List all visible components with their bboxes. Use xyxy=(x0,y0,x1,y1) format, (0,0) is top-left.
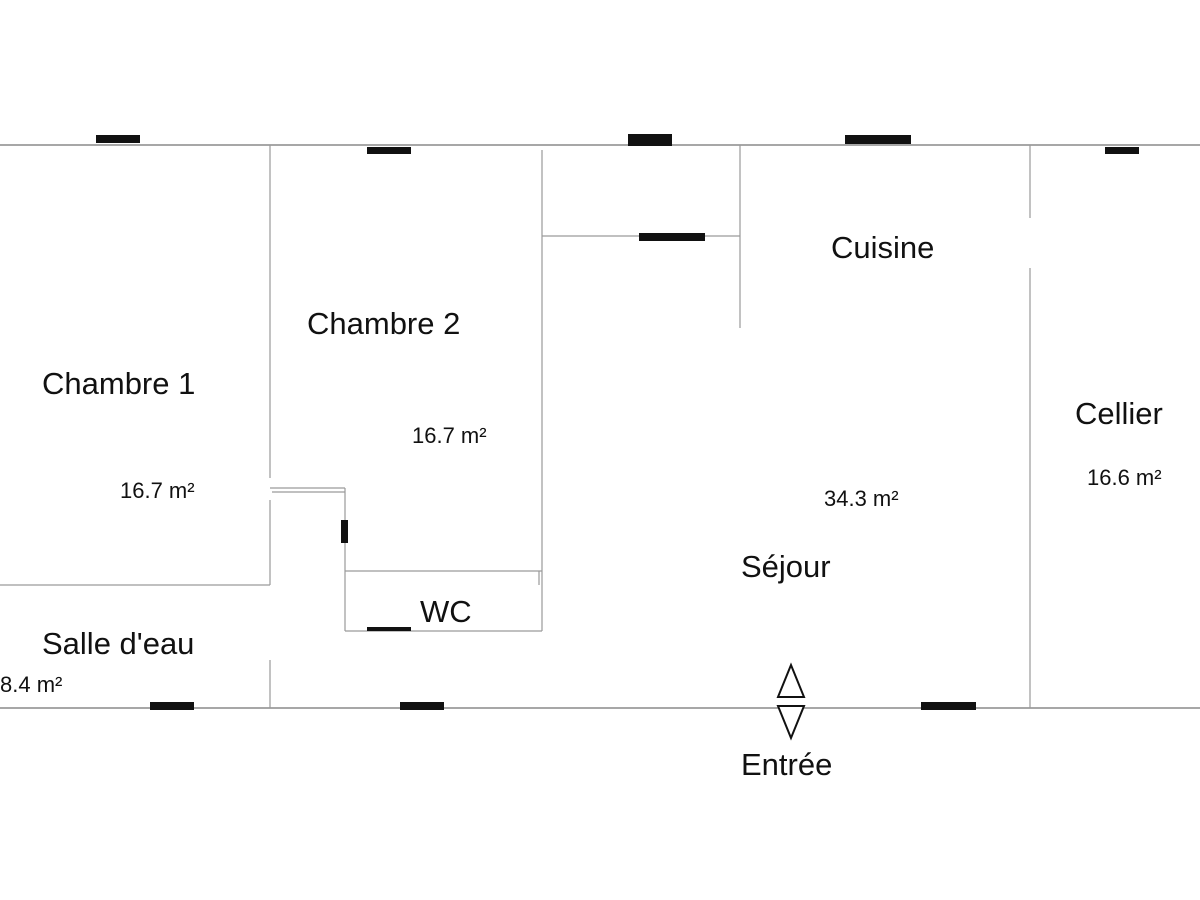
window-top-1 xyxy=(96,135,140,143)
entrance-arrow-icon xyxy=(776,662,806,741)
room-area-chambre2: 16.7 m² xyxy=(412,423,487,448)
room-area-sejour: 34.3 m² xyxy=(824,486,899,511)
window-cuisine-nook xyxy=(639,233,705,241)
window-hall xyxy=(341,520,348,543)
window-top-4 xyxy=(845,135,911,144)
room-area-salle-eau: 8.4 m² xyxy=(0,672,62,697)
windows xyxy=(96,134,1139,710)
room-area-chambre1: 16.7 m² xyxy=(120,478,195,503)
room-labels: Chambre 1 16.7 m² Chambre 2 16.7 m² Cuis… xyxy=(0,230,1163,782)
window-bottom-2 xyxy=(400,702,444,710)
window-top-3 xyxy=(628,134,672,146)
entrance-arrow-down xyxy=(776,705,806,741)
room-name-chambre2: Chambre 2 xyxy=(307,306,460,341)
room-name-cuisine: Cuisine xyxy=(831,230,934,265)
window-bottom-1 xyxy=(150,702,194,710)
room-name-chambre1: Chambre 1 xyxy=(42,366,195,401)
room-name-salle-eau: Salle d'eau xyxy=(42,626,194,661)
window-top-5 xyxy=(1105,147,1139,154)
window-bottom-3 xyxy=(921,702,976,710)
room-name-cellier: Cellier xyxy=(1075,396,1163,431)
window-top-2 xyxy=(367,147,411,154)
entrance-arrow-up xyxy=(776,662,806,698)
room-area-cellier: 16.6 m² xyxy=(1087,465,1162,490)
window-wc xyxy=(367,627,411,631)
room-name-sejour: Séjour xyxy=(741,549,831,584)
exterior-walls xyxy=(0,144,1200,709)
room-name-wc: WC xyxy=(420,594,472,629)
entrance-label: Entrée xyxy=(741,747,832,782)
